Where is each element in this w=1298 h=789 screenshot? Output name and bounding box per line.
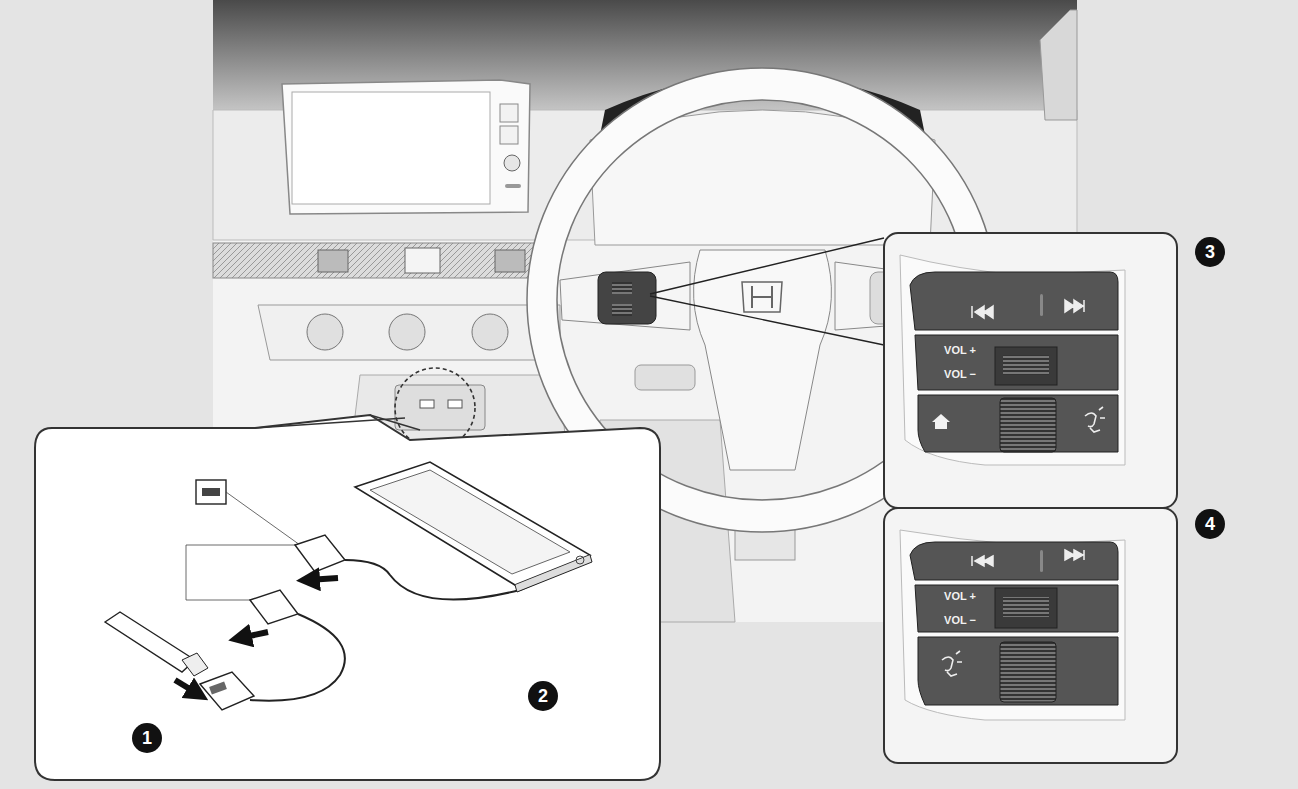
- vent: [495, 250, 525, 272]
- callout-number: 1: [142, 729, 152, 747]
- voice-icon: [1085, 407, 1105, 432]
- home-icon: [932, 414, 950, 429]
- switch-pad: [918, 637, 1118, 705]
- steering-hub: [694, 250, 832, 470]
- display-button: [500, 126, 518, 144]
- detail-circle: [395, 368, 475, 448]
- switch-pad: [915, 585, 1118, 632]
- display-slot: [505, 184, 521, 188]
- scroll-wheel: [1000, 642, 1056, 702]
- button-label: VOL −: [944, 369, 976, 380]
- leader-line: [255, 418, 405, 428]
- skip-back-icon: [972, 556, 993, 566]
- usb-flash-plug: [182, 653, 208, 676]
- spoke-surface: [900, 255, 1125, 465]
- usb-adapter-slot: [209, 682, 227, 695]
- voice-icon: [942, 651, 962, 676]
- scroll-wheel: [1000, 398, 1056, 452]
- smartphone-screen: [370, 470, 570, 574]
- climate-panel: [258, 305, 560, 360]
- volume-knob: [504, 155, 520, 171]
- inset-panel: [35, 415, 660, 780]
- usb-port: [420, 400, 434, 408]
- leader-line: [370, 415, 420, 430]
- callout-disc: [1195, 509, 1225, 539]
- display-housing: [282, 80, 530, 214]
- insert-arrow: [308, 578, 338, 580]
- callout-disc: [132, 723, 162, 753]
- switch-inset-4: [884, 508, 1177, 763]
- brand-emblem: [742, 282, 782, 312]
- usb-plug: [250, 590, 298, 624]
- volume-rocker-grip: [1003, 355, 1049, 375]
- console-button: [635, 365, 695, 390]
- skip-forward-icon: [1065, 300, 1084, 312]
- inset-panel: [884, 508, 1177, 763]
- steering-switch-cluster: [598, 272, 656, 324]
- button-label: VOL +: [944, 591, 976, 602]
- knob: [389, 314, 425, 350]
- insert-arrow: [175, 680, 198, 694]
- usb-adapter-socket: [200, 672, 254, 710]
- home-button: [576, 556, 584, 564]
- steering-switch: [612, 304, 632, 316]
- air-vent-strip: [213, 243, 553, 278]
- callout-number: 2: [538, 687, 548, 705]
- button-label: VOL −: [944, 615, 976, 626]
- alignment-line: [186, 492, 300, 600]
- callout-number: 3: [1205, 243, 1215, 261]
- divider: [1040, 294, 1043, 316]
- usb-port: [448, 400, 462, 408]
- volume-rocker: [995, 347, 1057, 385]
- volume-rocker-grip: [1003, 597, 1049, 617]
- knob: [472, 314, 508, 350]
- usb-inset: [35, 415, 660, 780]
- smartphone: [355, 462, 590, 585]
- leader-line: [650, 238, 884, 345]
- switch-pad: [918, 395, 1118, 452]
- vent: [318, 250, 348, 272]
- switch-inset-3: [884, 233, 1177, 508]
- callout-number: 4: [1205, 515, 1215, 533]
- callout-disc: [528, 681, 558, 711]
- usb-flash-drive: [105, 612, 195, 672]
- usb-plug: [295, 535, 345, 572]
- usb-socket-slot: [202, 488, 220, 496]
- switch-pad: [915, 335, 1118, 390]
- pillar: [1040, 10, 1077, 120]
- smartphone-edge: [515, 555, 592, 592]
- button-label: VOL +: [944, 345, 976, 356]
- switch-pad: [910, 542, 1118, 580]
- spoke-surface: [900, 530, 1125, 720]
- knob: [307, 314, 343, 350]
- inset-panel: [884, 233, 1177, 508]
- skip-back-icon: [972, 306, 993, 318]
- callout-disc: [1195, 237, 1225, 267]
- left-spoke: [560, 262, 690, 330]
- usb-socket: [196, 480, 226, 504]
- skip-forward-icon: [1065, 550, 1084, 560]
- volume-rocker: [995, 588, 1057, 628]
- display-button: [500, 104, 518, 122]
- display-screen: [292, 92, 490, 204]
- switch-pad: [910, 272, 1118, 330]
- brand-emblem: [752, 286, 772, 308]
- divider: [1040, 550, 1043, 572]
- cable: [250, 614, 345, 701]
- insert-arrow: [240, 632, 268, 638]
- hazard-switch: [405, 248, 440, 273]
- steering-switch: [612, 282, 632, 294]
